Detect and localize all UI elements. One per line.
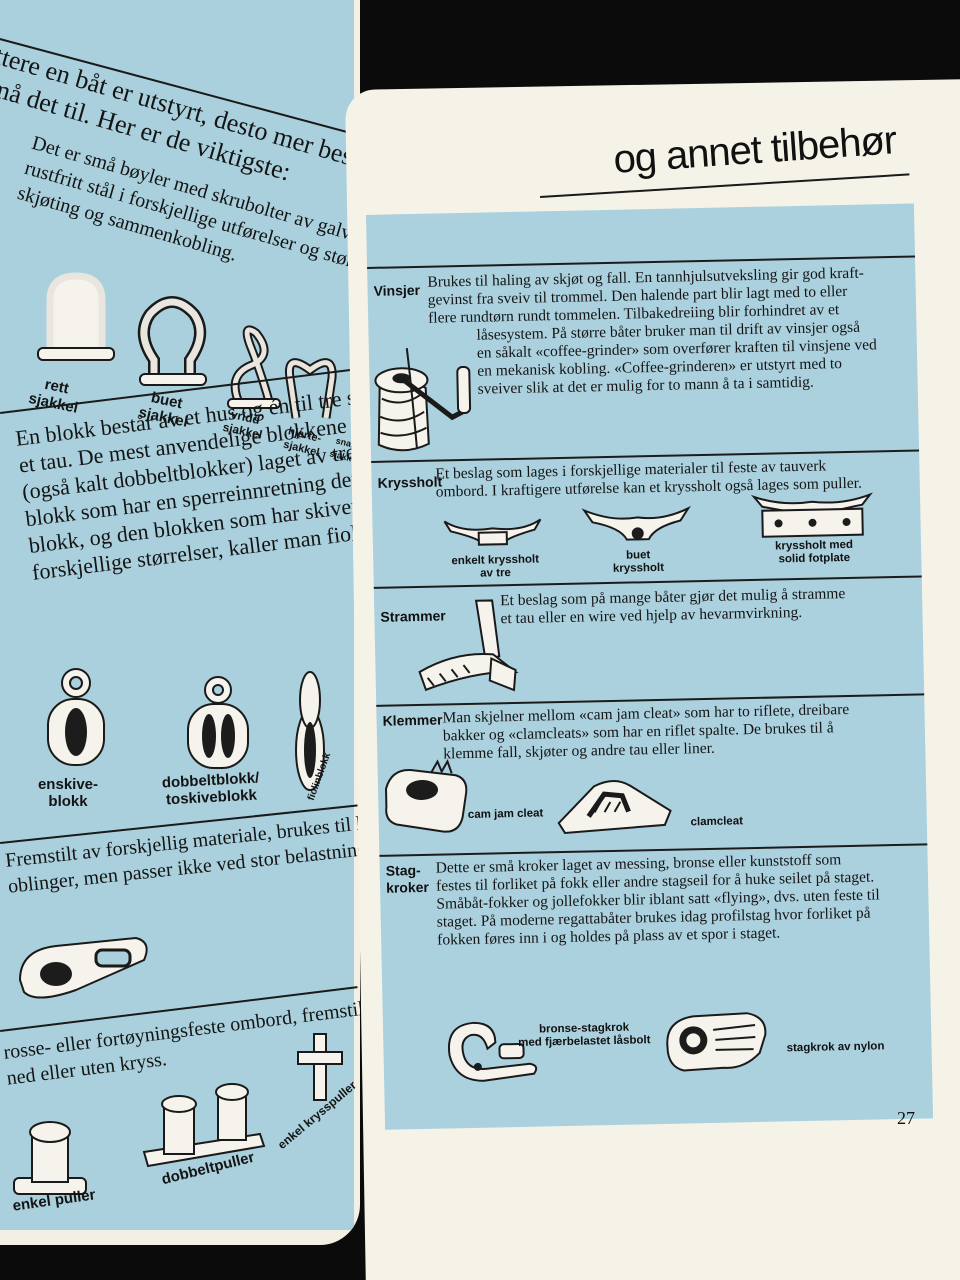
section-label: Vinsjer [373,281,421,299]
cleat-baseplate-illustration [750,492,873,538]
heart-shackle-illustration [284,358,337,419]
clam-cleat-illustration [557,779,672,835]
fiddle-block-illustration [295,671,325,791]
block-caption-double: dobbeltblokk/ toskiveblokk [161,769,260,809]
item-caption: bronse-stagkrok med fjærbelastet låsbolt [518,1021,651,1049]
straight-shackle-illustration [37,272,115,361]
item-caption: buet kryssholt [612,549,665,575]
section-text: Dette er små kroker laget av messing, br… [436,850,881,949]
item-caption: stagkrok av nylon [786,1040,885,1055]
section-strammer: Strammer Et beslag som på mange båter gj… [373,575,925,705]
item-caption: cam jam cleat [467,807,544,821]
equipment-panel: Vinsjer Brukes til haling av skjøt og fa… [366,203,934,1130]
twisted-shackle-illustration [227,325,281,409]
double-block-illustration [187,676,249,769]
section-label: Klemmer [382,711,443,729]
item-caption: clamcleat [690,815,744,829]
tensioner-illustration [418,599,519,692]
item-caption: enkelt kryssholt av tre [451,553,540,580]
section-text: Man skjelner mellom «cam jam cleat» som … [442,701,850,764]
wooden-cleat-illustration [443,518,542,546]
item-caption: kryssholt med solid fotplate [774,538,854,566]
single-bollard-illustration [13,1121,87,1195]
left-page: ttere en båt er utstyrt, desto mer besla… [0,0,360,1245]
double-bollard-illustration [142,1083,266,1168]
single-block-illustration [47,668,105,766]
cam-jam-cleat-illustration [385,759,468,833]
cross-bollard-illustration [297,1033,343,1101]
snap-hook-illustration [18,936,148,999]
section-label: Stag- kroker [385,861,430,896]
section-text: Et beslag som på mange båter gjør det mu… [500,585,846,628]
curved-cleat-illustration [581,505,691,541]
section-klemmer: Klemmer Man skjelner mellom «cam jam cle… [376,693,928,855]
block-caption-single: enskive- blokk [37,776,99,810]
section-text: Brukes til haling av skjøt og fall. En t… [427,264,878,399]
left-page-panel [0,0,354,1230]
section-stagkroker: Stag- kroker Dette er små kroker laget a… [379,843,934,1130]
section-kryssholt: Kryssholt Et beslag som lages i forskjel… [371,449,922,587]
page-number: 27 [897,1108,915,1128]
bronze-hank-illustration [447,1021,538,1082]
section-label: Kryssholt [377,473,443,491]
section-vinsjer: Vinsjer Brukes til haling av skjøt og fa… [367,255,920,461]
nylon-hank-illustration [666,1012,767,1072]
winch-illustration [374,348,472,452]
bow-shackle-illustration [138,296,207,386]
